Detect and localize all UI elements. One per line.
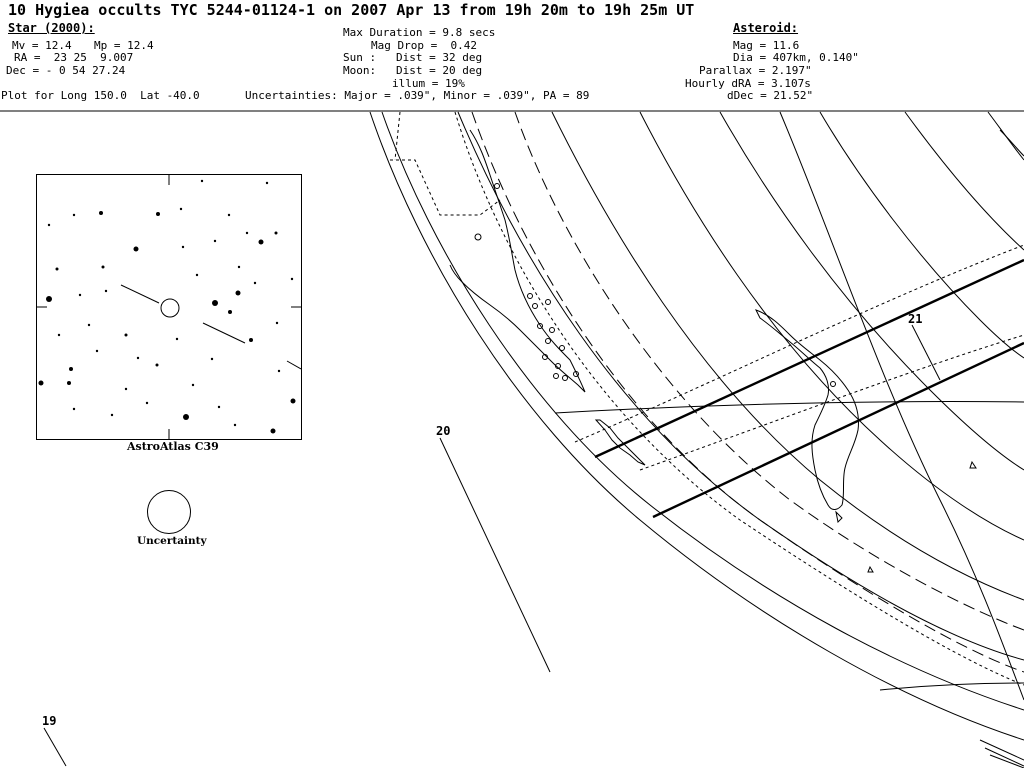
asteroid-parallax: Parallax = 2.197" — [699, 64, 812, 77]
asteroid-ddec: dDec = 21.52" — [727, 89, 814, 102]
star-mv: Mv = 12.4 — [12, 39, 72, 52]
time-ticks — [43, 324, 941, 767]
grid-curve-8 — [779, 111, 1024, 701]
page-title: 10 Hygiea occults TYC 5244-01124-1 on 20… — [8, 1, 695, 19]
star-dec: Dec = - 0 54 27.24 — [6, 64, 126, 77]
asteroid-dia: Dia = 407km, 0.140" — [733, 51, 859, 64]
plot-location: Plot for Long 150.0 Lat -40.0 — [1, 89, 200, 102]
grid-curve-6 — [904, 111, 1024, 251]
dotted-boundary-2 — [394, 111, 401, 161]
grid-curve-2 — [551, 111, 1024, 601]
asteroid-mag: Mag = 11.6 — [733, 39, 800, 52]
time-tick-19 — [43, 727, 67, 767]
earth-limb-outer — [369, 111, 1024, 741]
star-mp: Mp = 12.4 — [94, 39, 154, 52]
dotted-boundary-1 — [390, 159, 501, 216]
uncertainty-label: Uncertainty — [137, 535, 207, 547]
grid-curves — [457, 111, 1024, 701]
asteroid-heading: Asteroid: — [733, 21, 799, 35]
shadow-path-south — [652, 341, 1024, 519]
grid-curve-1 — [457, 111, 1024, 661]
asteroid-hourly-dra: Hourly dRA = 3.107s — [685, 77, 811, 90]
dashed-limit-2 — [514, 111, 1024, 631]
max-duration: Max Duration = 9.8 secs — [343, 26, 496, 39]
time-tick-20 — [439, 437, 551, 673]
star-chart — [36, 174, 302, 440]
grid-curve-4 — [719, 111, 1024, 471]
star-field — [37, 175, 302, 439]
time-label-21: 21 — [908, 312, 923, 326]
moon-illum: illum = 19% — [392, 77, 465, 90]
mag-drop: Mag Drop = 0.42 — [371, 39, 477, 52]
field-stars — [38, 179, 296, 434]
time-tick-21 — [911, 324, 941, 381]
dashed-limit-1 — [471, 111, 1024, 673]
latitude-line-lower — [879, 682, 1024, 691]
observer-stations — [474, 183, 836, 387]
uncertainties-text: Uncertainties: Major = .039", Minor = .0… — [245, 89, 590, 102]
dashed-limits — [471, 111, 1024, 673]
astroatlas-label: AstroAtlas C39 — [127, 440, 219, 453]
grid-curve-5 — [819, 111, 1024, 359]
australia-coastline — [449, 129, 977, 573]
grid-curve-3 — [639, 111, 1024, 541]
corner-lines — [979, 739, 1024, 768]
earth-limb-lines — [369, 111, 1024, 741]
latitude-line — [554, 401, 1024, 414]
asteroid-track-in — [120, 284, 160, 304]
star-ra: RA = 23 25 9.007 — [14, 51, 134, 64]
time-label-19: 19 — [42, 714, 57, 728]
asteroid-track-out — [202, 322, 246, 344]
sun-dist: Sun : Dist = 32 deg — [343, 51, 483, 64]
moon-dist: Moon: Dist = 20 deg — [343, 64, 483, 77]
dotted-limits — [390, 111, 1024, 686]
grid-curve-9 — [999, 129, 1024, 157]
target-star-marker — [160, 298, 180, 318]
dotted-band-top — [574, 244, 1024, 443]
star-heading: Star (2000): — [8, 21, 95, 35]
time-label-20: 20 — [436, 424, 451, 438]
dotted-limit-1 — [454, 111, 1024, 686]
earth-limb-inner — [381, 111, 1024, 711]
uncertainty-ellipse — [147, 490, 191, 534]
